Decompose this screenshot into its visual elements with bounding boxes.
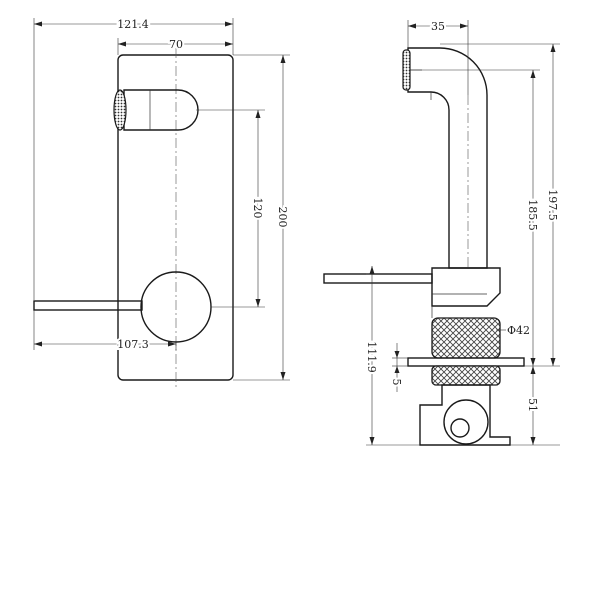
dim-spout-height: 185.5 [526, 199, 539, 231]
dim-spout-to-lever: 120 [251, 198, 264, 219]
dim-overall-width: 121.4 [117, 18, 149, 31]
wall-plate [117, 54, 234, 381]
side-spout [402, 47, 488, 269]
side-view [323, 47, 525, 446]
dim-spout-projection: 35 [431, 20, 445, 33]
dim-plate-width: 70 [169, 38, 183, 51]
side-valve-body [431, 267, 501, 318]
front-dimensions: 121.4 70 120 200 107.3 [33, 16, 291, 381]
knurled-handle-upper [431, 317, 501, 359]
aerator-mesh [113, 89, 127, 131]
cartridge-outer [443, 399, 489, 445]
handle-lever [33, 300, 143, 311]
front-spout [113, 89, 199, 131]
knurled-handle-lower [431, 365, 501, 386]
dim-lever-reach: 107.3 [117, 338, 149, 351]
side-dimensions: 35 197.5 185.5 51 111.9 5 [363, 18, 561, 446]
in-wall-body [419, 384, 511, 446]
front-handle [33, 271, 212, 343]
dim-plate-height: 200 [276, 207, 289, 228]
side-aerator [402, 49, 411, 91]
dim-overall-height: 197.5 [546, 189, 559, 221]
dim-gap: 5 [390, 379, 403, 386]
dim-lever-height: 111.9 [365, 341, 378, 373]
wall-flange [407, 357, 525, 367]
dim-handle-diameter: Φ42 [507, 324, 530, 337]
side-lever [323, 273, 433, 284]
dim-body-depth: 51 [526, 398, 539, 412]
cartridge-inner [450, 418, 470, 438]
